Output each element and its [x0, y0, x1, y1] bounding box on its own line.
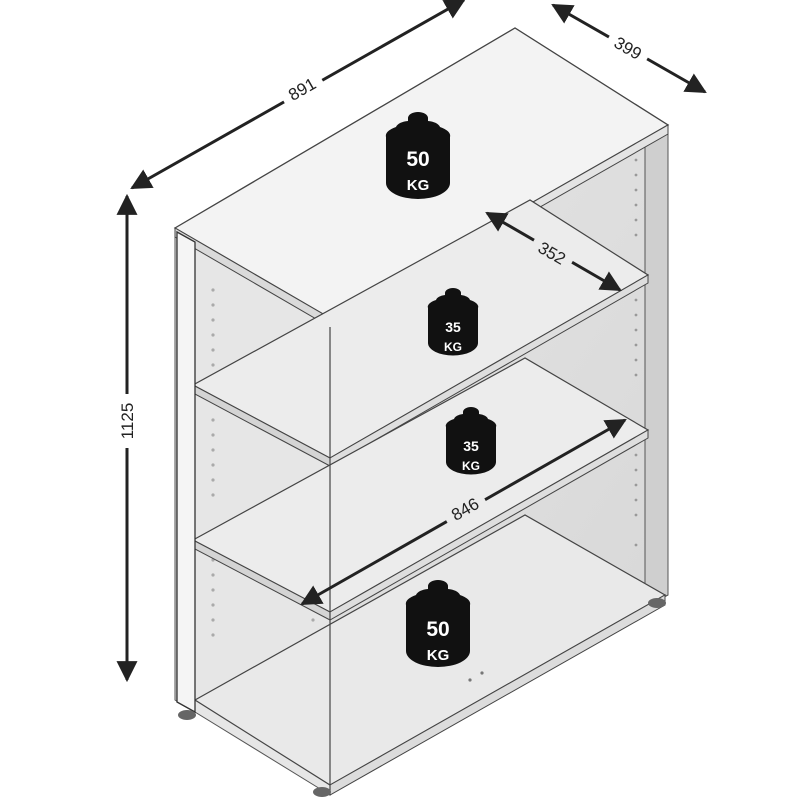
weight-bottom-value: 50: [426, 618, 449, 641]
weight-top-value: 50: [406, 148, 429, 171]
weight-bottom-icon: 50 KG: [405, 580, 471, 667]
weight-top-icon: 50 KG: [385, 112, 451, 199]
weight-top-unit: KG: [407, 177, 430, 194]
foot-back-right: [648, 598, 666, 608]
weight-shelf-upper-value: 35: [445, 319, 461, 335]
bottom-dot: [468, 678, 472, 682]
weight-shelf-lower-icon: 35 KG: [445, 407, 497, 475]
left-front-upright: [176, 230, 196, 714]
weight-shelf-upper-icon: 35 KG: [427, 288, 479, 356]
weight-shelf-lower-value: 35: [463, 438, 479, 454]
bottom-dot: [480, 671, 484, 675]
weight-shelf-upper-unit: KG: [444, 340, 462, 354]
weight-shelf-lower-unit: KG: [462, 459, 480, 473]
weight-bottom-unit: KG: [427, 647, 450, 664]
dim-height-label: 1125: [118, 403, 137, 440]
foot-front-left: [178, 710, 196, 720]
foot-front-right: [313, 787, 331, 797]
